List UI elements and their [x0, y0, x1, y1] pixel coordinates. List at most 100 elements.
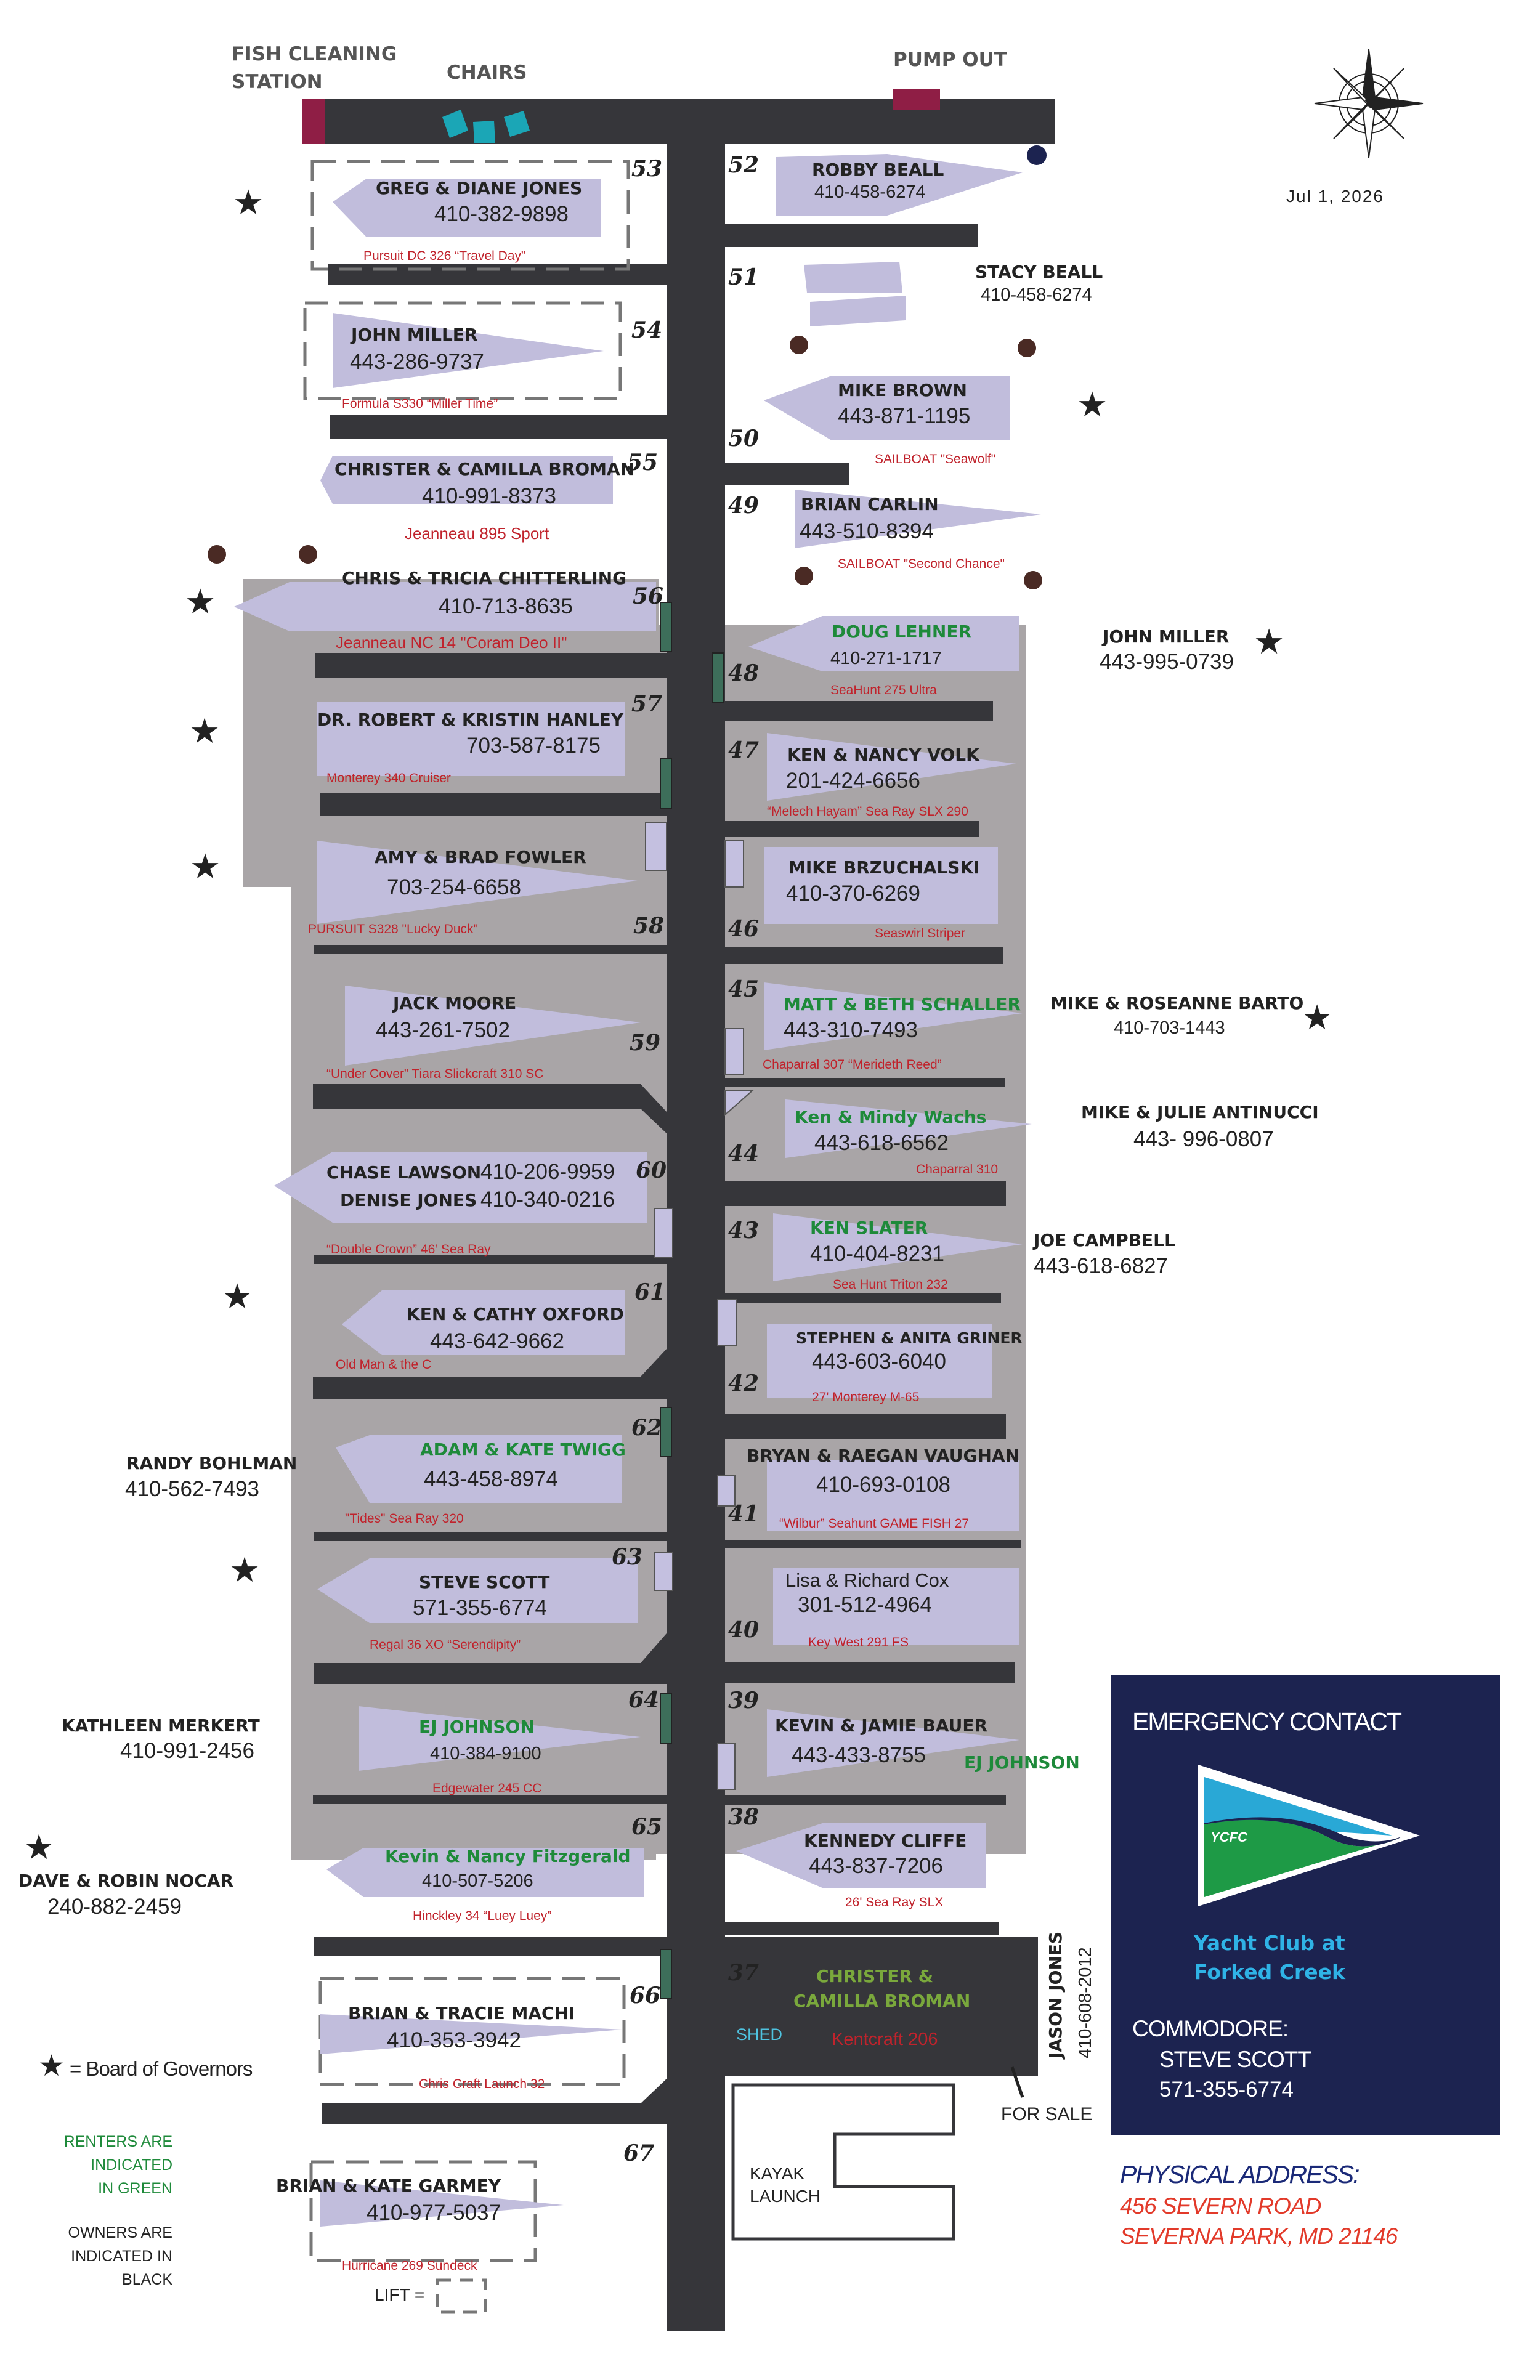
jason-jones-name: JASON JONES — [1045, 1931, 1066, 2058]
slip-holder-phone: 201-424-6656 — [786, 769, 920, 793]
left-finger-piers — [313, 264, 667, 2124]
slip-holder-name: KEN SLATER — [810, 1218, 928, 1238]
boat-name: “Melech Hayam” Sea Ray SLX 290 — [767, 804, 968, 819]
board-star-icon: ★ — [222, 1277, 253, 1317]
slip-holder-phone: 443-603-6040 — [812, 1350, 946, 1374]
slip-number: 51 — [728, 264, 760, 290]
outside-name: RANDY BOHLMAN — [126, 1453, 298, 1473]
boat-name: Monterey 340 Cruiser — [326, 771, 451, 785]
slip-holder-name: MIKE BROWN — [838, 380, 967, 400]
slip-number: 37 — [728, 1960, 760, 1986]
slip-number: 50 — [728, 426, 760, 451]
slip-holder-name: STEPHEN & ANITA GRINER — [796, 1329, 1023, 1347]
outside-phone: 240-882-2459 — [47, 1895, 182, 1919]
boat-name: Formula S330 “Miller Time” — [342, 397, 498, 411]
board-star-icon: ★ — [1302, 998, 1333, 1038]
fish-cleaning-label-2: STATION — [232, 71, 323, 93]
pump-out-station — [893, 89, 940, 110]
shed-platform — [725, 1937, 1038, 2076]
slip-number: 65 — [631, 1814, 663, 1840]
slip-holder-phone: 443-433-8755 — [792, 1743, 926, 1767]
board-star-icon: ★ — [23, 1827, 55, 1868]
slip-holder-phone: 410-507-5206 — [422, 1871, 533, 1891]
jason-jones-phone: 410-608-2012 — [1076, 1947, 1095, 2058]
outside-phone: 410-562-7493 — [125, 1477, 259, 1501]
outside-name: DAVE & ROBIN NOCAR — [18, 1871, 234, 1891]
slip-holder-name: DR. ROBERT & KRISTIN HANLEY — [317, 710, 624, 730]
address-label: PHYSICAL ADDRESS: — [1120, 2160, 1360, 2188]
slip-number: 67 — [623, 2140, 655, 2166]
slip-number: 41 — [728, 1501, 760, 1527]
slip-holder-name: MATT & BETH SCHALLER — [784, 994, 1021, 1014]
boat-name: Pursuit DC 326 “Travel Day” — [363, 249, 525, 263]
slip-number: 45 — [728, 976, 760, 1002]
map-date: Jul 1, 2026 — [1286, 187, 1384, 206]
lift-legend-box — [436, 2278, 487, 2314]
board-star-icon: ★ — [1077, 385, 1108, 425]
fish-cleaning-station — [302, 99, 325, 144]
slip-holder-phone: 410-271-1717 — [830, 649, 942, 668]
fish-cleaning-label: FISH CLEANING — [232, 43, 397, 65]
slip-number: 63 — [612, 1544, 643, 1570]
slip-number: 57 — [631, 691, 663, 717]
slip-holder-name: BRIAN & KATE GARMEY — [276, 2176, 501, 2196]
slip-holder-name: Lisa & Richard Cox — [785, 1569, 949, 1591]
slip-holder-name: KENNEDY CLIFFE — [804, 1831, 967, 1851]
chairs-label: CHAIRS — [447, 62, 527, 84]
slip-number: 60 — [636, 1157, 667, 1183]
slip-holder-name: KEN & CATHY OXFORD — [407, 1304, 624, 1324]
slip-number: 42 — [728, 1370, 760, 1396]
outside-name: JOHN MILLER — [1103, 626, 1230, 647]
boat-name: 27' Monterey M-65 — [812, 1390, 920, 1404]
chairs — [442, 110, 530, 143]
slip-number: 44 — [728, 1141, 760, 1167]
slip-holder-phone: 410-713-8635 — [439, 594, 573, 618]
kayak-launch — [731, 2083, 955, 2241]
boat-name: “Double Crown” 46’ Sea Ray — [326, 1242, 491, 1257]
outside-name: EJ JOHNSON — [964, 1752, 1080, 1773]
slip-number: 47 — [728, 737, 760, 763]
green-pilings — [660, 602, 724, 1999]
address-line-1: 456 SEVERN ROAD — [1120, 2193, 1321, 2219]
boat-name: “Wilbur” Seahunt GAME FISH 27 — [779, 1516, 970, 1531]
slip-holder-phone: 410-353-3942 — [387, 2028, 521, 2052]
boat-name: Chris Craft Launch 32 — [419, 2077, 545, 2091]
slip-holder-name: BRIAN CARLIN — [801, 494, 939, 514]
boat-name: Key West 291 FS — [808, 1635, 909, 1649]
slip-holder-name: CAMILLA BROMAN — [793, 1991, 971, 2011]
slip-holder-phone: 443-458-8974 — [424, 1467, 558, 1491]
boat-name: Seaswirl Striper — [875, 926, 966, 941]
outside-name: MIKE & JULIE ANTINUCCI — [1081, 1102, 1319, 1122]
slip-holder-phone: 443-261-7502 — [376, 1018, 510, 1042]
boat-name: Chaparral 307 “Merideth Reed” — [763, 1058, 942, 1072]
kayak-label-2: LAUNCH — [750, 2187, 821, 2206]
slip-number: 62 — [631, 1415, 663, 1441]
slip-holder-name: KEN & NANCY VOLK — [787, 745, 979, 765]
slip-holder-phone: 703-254-6658 — [387, 875, 521, 899]
outside-phone: 443-995-0739 — [1100, 650, 1234, 674]
slip-holder-name: CHRISTER & CAMILLA BROMAN — [334, 459, 635, 479]
slip-holder-name: MIKE BRZUCHALSKI — [788, 857, 980, 878]
ycfc-flag-icon — [1198, 1765, 1420, 1906]
boat-name: Old Man & the C — [336, 1358, 432, 1372]
club-name-2: Forked Creek — [1194, 1960, 1345, 1984]
legend-renters-3: IN GREEN — [98, 2180, 172, 2197]
slip-holder-phone: 410-340-0216 — [480, 1188, 615, 1212]
slip-holder-name: ROBBY BEALL — [812, 160, 944, 180]
boat-name: SAILBOAT "Seawolf" — [875, 452, 996, 466]
outside-phone: 443- 996-0807 — [1133, 1127, 1274, 1151]
slip-number: 48 — [728, 660, 760, 686]
slip-holder-phone: 703-587-8175 — [466, 734, 601, 758]
board-star-icon: ★ — [190, 847, 221, 887]
shed-label: SHED — [736, 2025, 783, 2044]
legend-board: = Board of Governors — [70, 2057, 253, 2080]
for-sale-pointer — [1010, 2066, 1024, 2098]
slip-holder-phone: 301-512-4964 — [798, 1593, 932, 1617]
slip-holder-phone: 443-871-1195 — [838, 404, 971, 428]
slip-number: 58 — [633, 913, 665, 939]
slip-holder-phone: 443-310-7493 — [784, 1018, 918, 1042]
board-star-icon: ★ — [189, 711, 221, 751]
boat-name: "Tides" Sea Ray 320 — [345, 1512, 464, 1526]
commodore-phone: 571-355-6774 — [1159, 2078, 1294, 2102]
slip-number: 55 — [627, 450, 659, 476]
